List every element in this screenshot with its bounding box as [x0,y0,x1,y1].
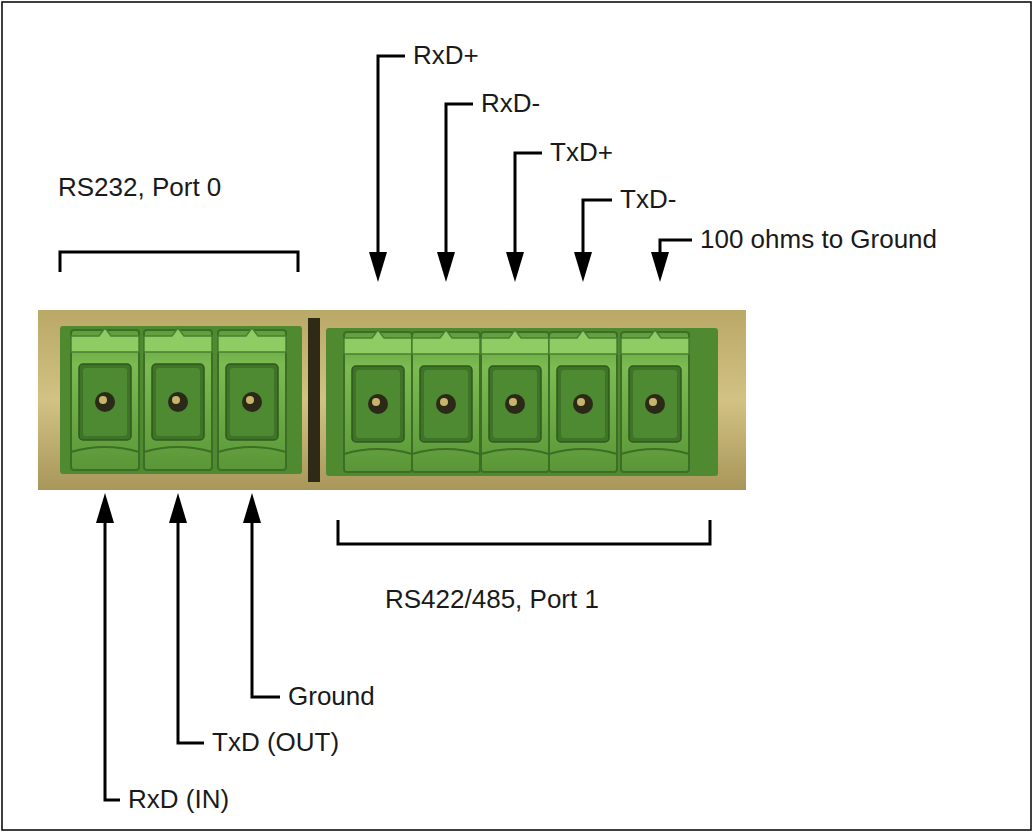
pin-label: 100 ohms to Ground [700,225,937,255]
port-label: RS422/485, Port 1 [385,585,599,615]
leader-lines [105,56,692,800]
pin-label: RxD (IN) [128,785,229,815]
pin-label: RxD- [481,89,540,119]
pin-label: Ground [288,682,375,712]
panel-plate [38,310,746,490]
block-gap [308,318,320,482]
arrowheads [96,252,669,523]
pin-label: TxD- [620,185,676,215]
port1-bracket [338,520,710,544]
pin-label: TxD+ [550,138,613,168]
brackets [60,252,710,544]
pin-label: TxD (OUT) [212,728,339,758]
rs232-terminal-block [60,326,302,474]
port0-bracket [60,252,298,272]
port-label: RS232, Port 0 [58,173,221,203]
pin-label: RxD+ [413,41,479,71]
rs485-terminal-block [326,328,718,476]
